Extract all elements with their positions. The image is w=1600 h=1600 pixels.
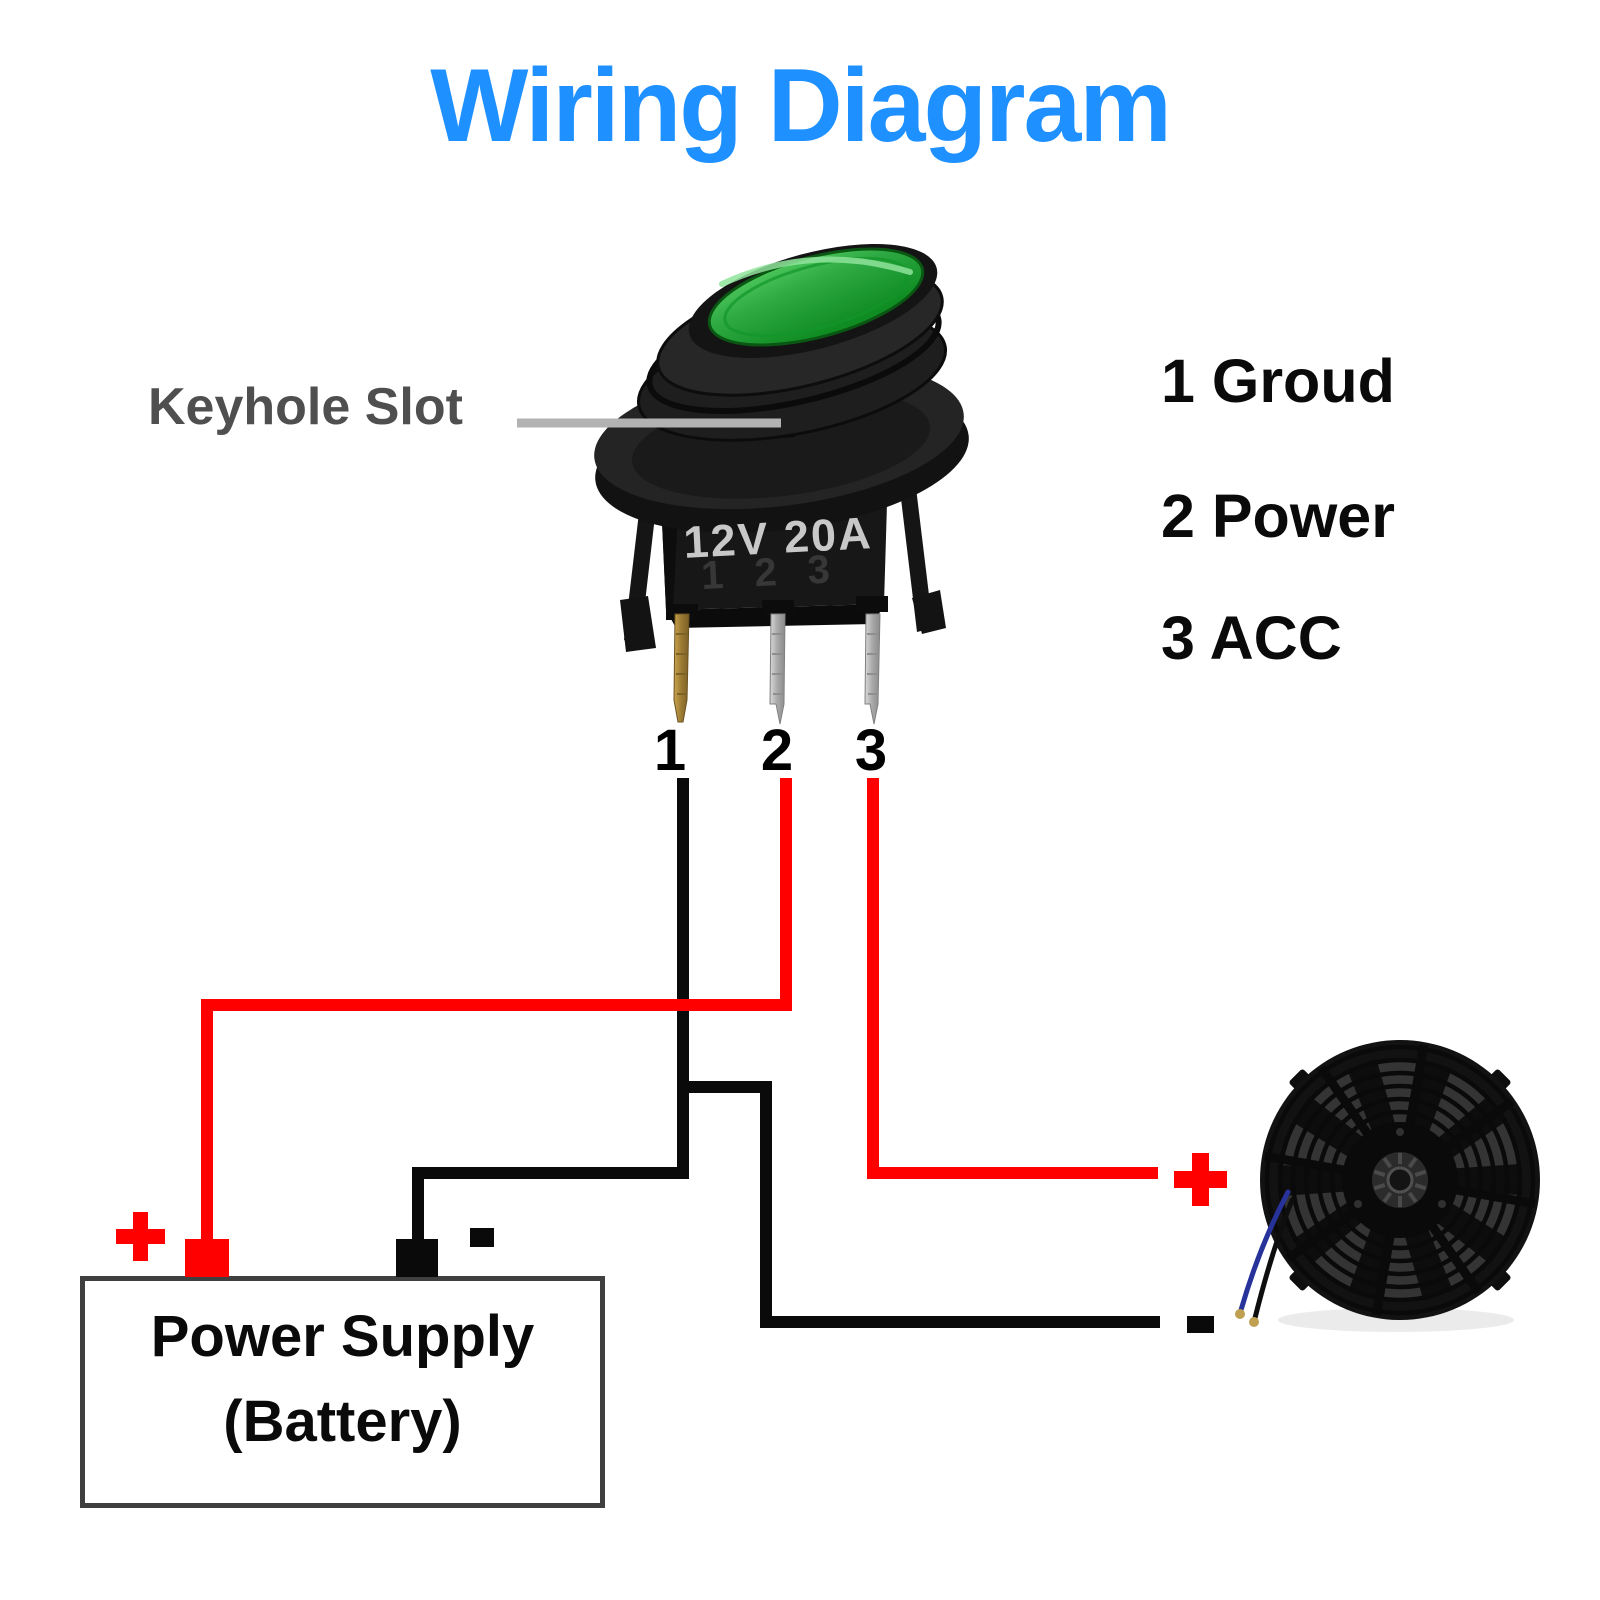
battery-plus-icon bbox=[116, 1212, 165, 1261]
wire-ground-battery-to-pin1 bbox=[412, 778, 689, 1252]
pin3-ridges bbox=[867, 633, 879, 695]
wire-acc-pin3-to-fan bbox=[867, 778, 1158, 1179]
battery-negative-terminal bbox=[396, 1239, 438, 1277]
fan-lead-wire-black bbox=[1252, 1197, 1295, 1321]
pin1-label: 1 bbox=[653, 718, 687, 783]
wire-ground-branch-to-fan bbox=[683, 1081, 1160, 1328]
fan-plus-icon bbox=[1174, 1153, 1227, 1206]
fan-lead-tip-2 bbox=[1249, 1317, 1259, 1327]
wires bbox=[201, 778, 1160, 1328]
battery-label-box: Power Supply (Battery) bbox=[80, 1276, 605, 1508]
page-title: Wiring Diagram bbox=[430, 48, 1172, 164]
pin2-base bbox=[762, 600, 794, 616]
pin1-base bbox=[666, 604, 698, 620]
fan-shadow bbox=[1278, 1308, 1514, 1332]
legend-item-power: 2 Power bbox=[1161, 482, 1395, 550]
switch-pin1-brass bbox=[673, 613, 690, 723]
fan-minus-icon bbox=[1187, 1316, 1214, 1333]
battery-box bbox=[80, 1276, 605, 1508]
keyhole-slot-label: Keyhole Slot bbox=[148, 378, 463, 436]
battery-name-line1: Power Supply bbox=[150, 1304, 535, 1369]
switch-embossed-pin-numbers: 123 bbox=[700, 545, 862, 599]
fan-hub-screws bbox=[1354, 1128, 1446, 1208]
switch-pin2-silver bbox=[769, 613, 786, 725]
switch-lens-highlight bbox=[719, 256, 913, 287]
switch-left-clip-hook bbox=[620, 596, 656, 652]
legend-item-acc: 3 ACC bbox=[1161, 604, 1342, 672]
fan-mount-tabs bbox=[1289, 1069, 1511, 1291]
switch-pin3-silver bbox=[864, 613, 881, 725]
pin3-label: 3 bbox=[854, 718, 888, 783]
pin2-ridges bbox=[772, 633, 784, 695]
fan-center-cap bbox=[1386, 1166, 1414, 1194]
battery-minus-icon bbox=[470, 1228, 494, 1247]
fan-illustration bbox=[1174, 1040, 1540, 1333]
battery-positive-terminal bbox=[185, 1239, 229, 1277]
wire-power-pin2-to-battery bbox=[201, 778, 792, 1252]
rocker-switch-illustration bbox=[594, 244, 969, 725]
fan-lead-tip-1 bbox=[1235, 1309, 1245, 1319]
fan-motor-ribs bbox=[1373, 1153, 1427, 1207]
fan-lead-wire-blue bbox=[1238, 1189, 1291, 1313]
switch-right-clip-hook bbox=[912, 590, 946, 634]
pin1-ridges bbox=[676, 633, 688, 695]
pin3-base bbox=[856, 596, 888, 612]
pin2-label: 2 bbox=[760, 718, 794, 783]
legend-item-ground: 1 Groud bbox=[1161, 347, 1395, 415]
battery-illustration bbox=[80, 1212, 605, 1508]
battery-name-line2: (Battery) bbox=[223, 1389, 462, 1454]
